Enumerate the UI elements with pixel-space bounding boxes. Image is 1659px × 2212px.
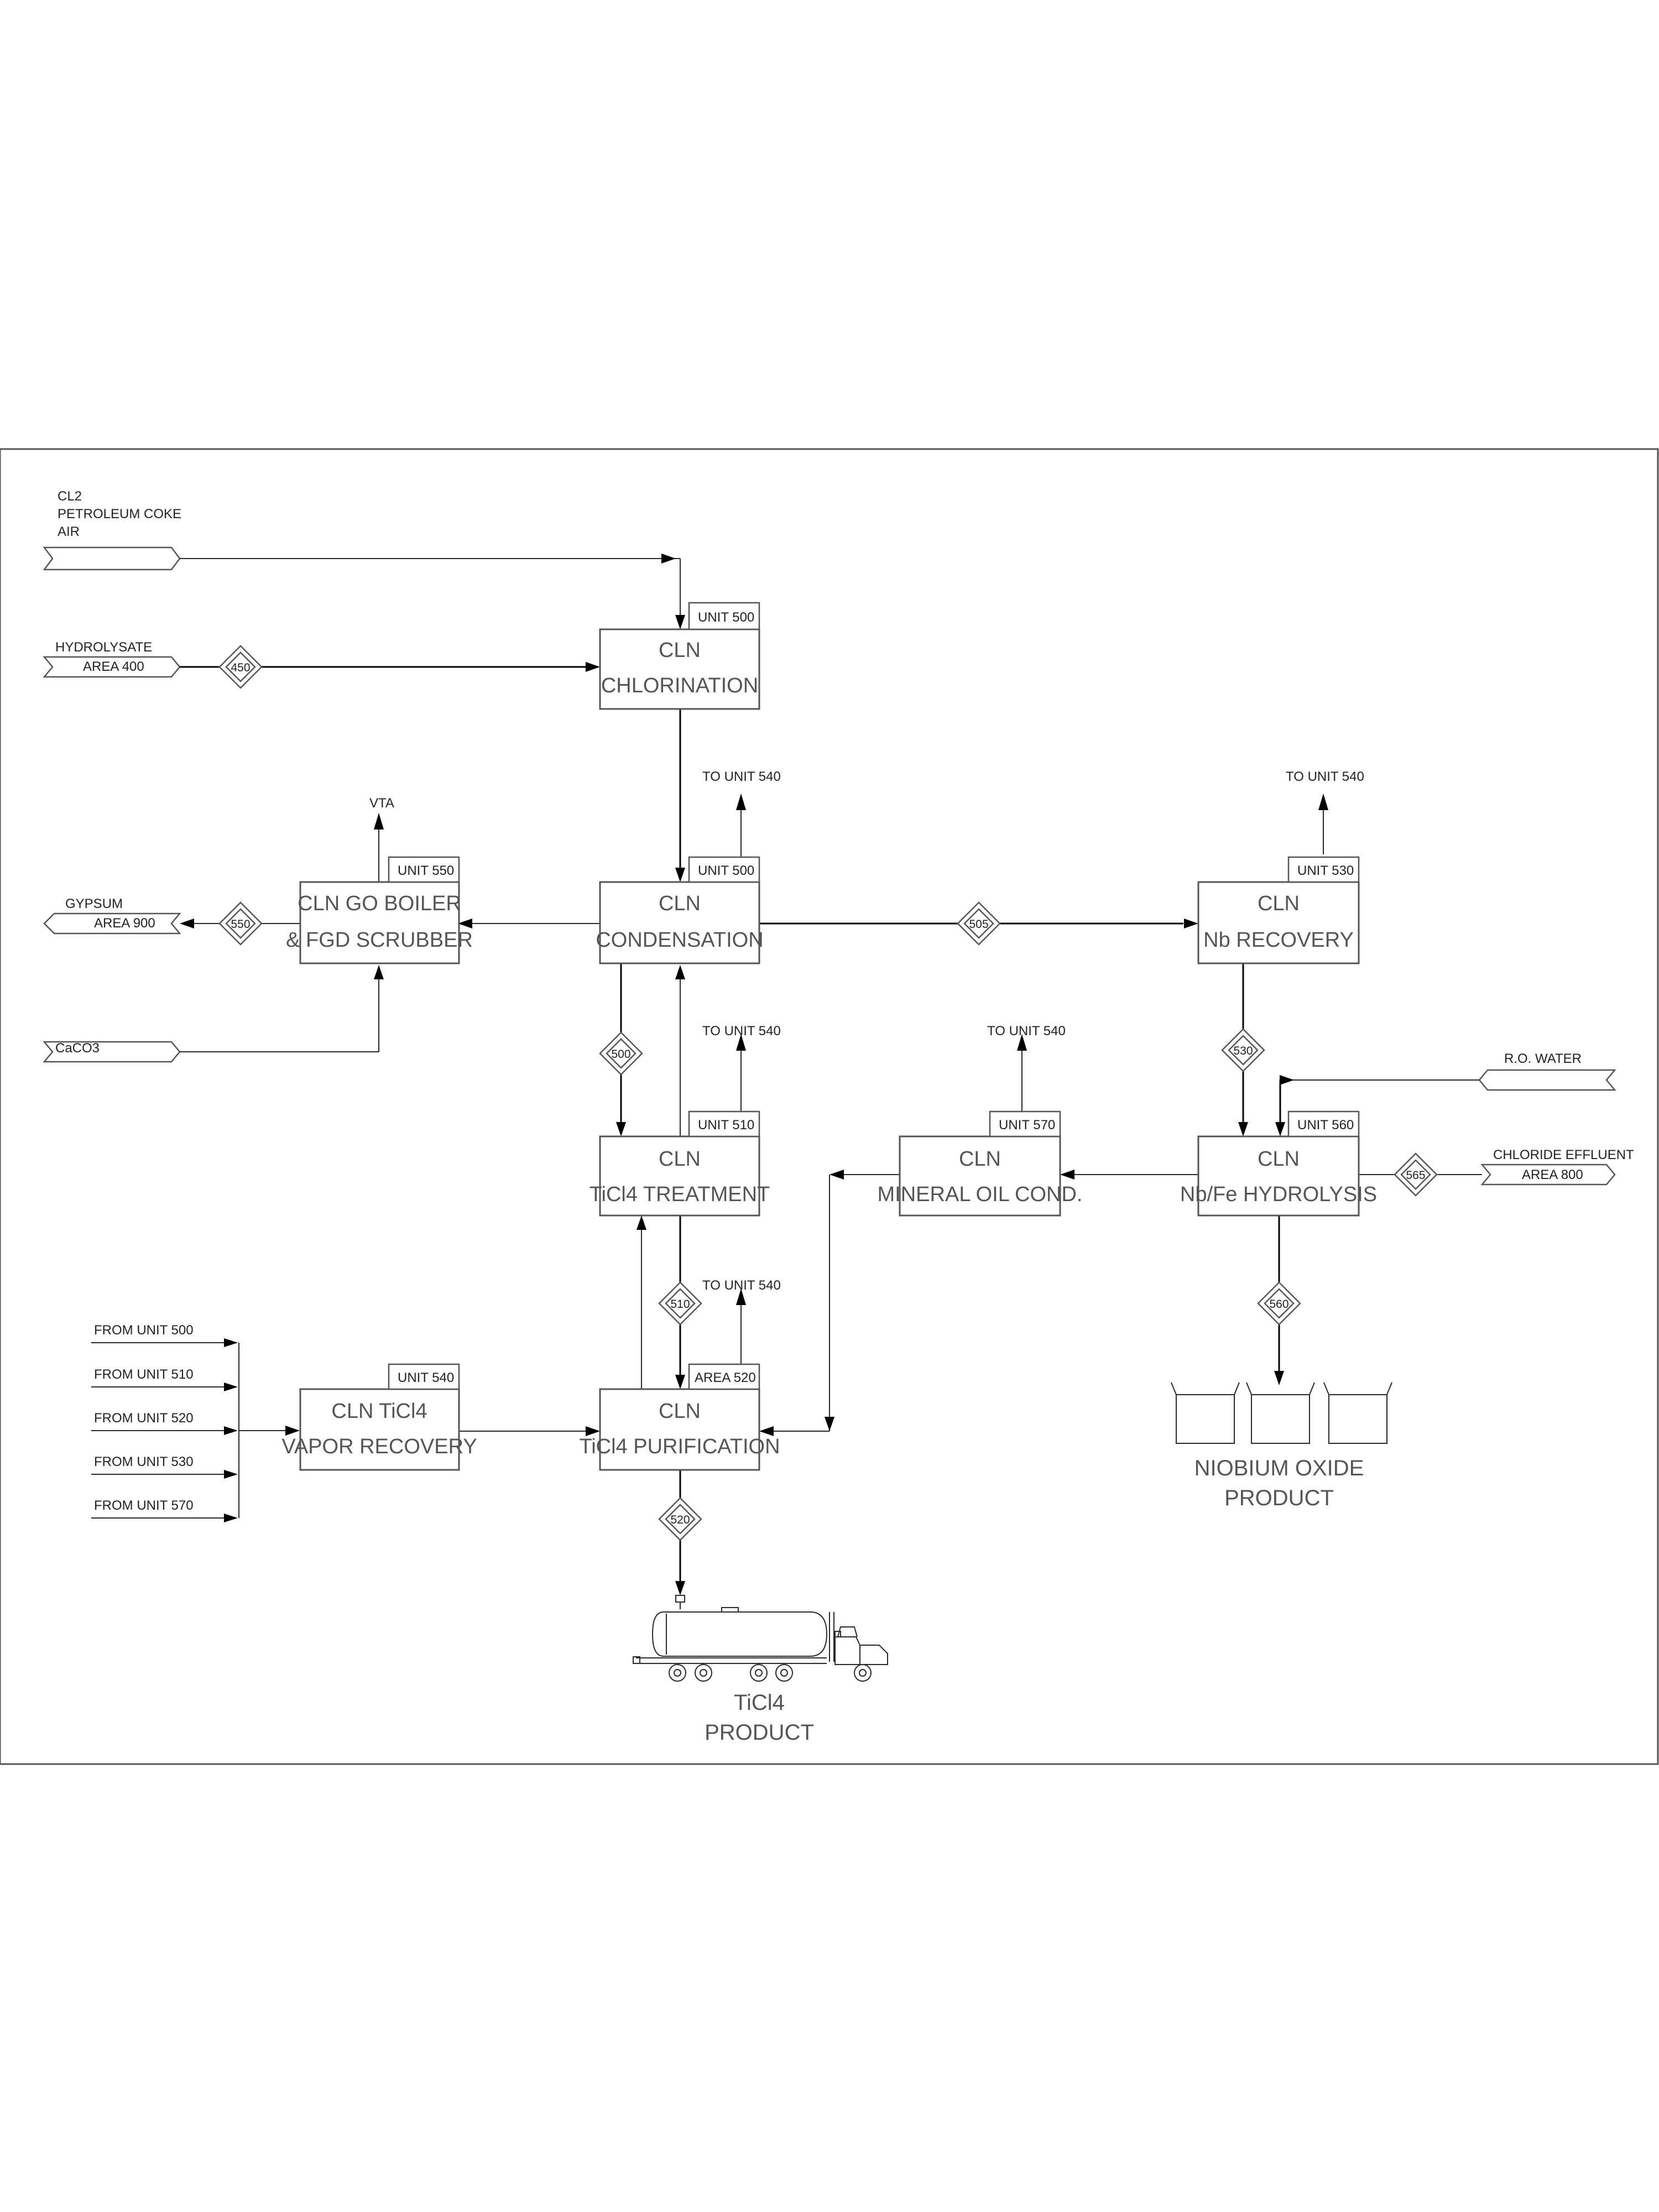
svg-text:UNIT 540: UNIT 540 — [398, 1370, 454, 1385]
svg-text:HYDROLYSATE: HYDROLYSATE — [55, 640, 152, 655]
ro-water-input-flag: R.O. WATER — [1478, 1051, 1616, 1091]
stream-530: 530 — [1221, 1028, 1265, 1072]
tanker-truck-icon — [633, 1595, 888, 1682]
svg-text:CHLORIDE EFFLUENT: CHLORIDE EFFLUENT — [1493, 1147, 1634, 1162]
svg-text:UNIT 570: UNIT 570 — [999, 1118, 1055, 1133]
block-chlorination: UNIT 500 CLN CHLORINATION — [599, 602, 760, 710]
stream-450: 450 — [218, 645, 263, 689]
svg-text:Nb/Fe HYDROLYSIS: Nb/Fe HYDROLYSIS — [1180, 1183, 1377, 1206]
feed-input-flag: CL2 PETROLEUM COKE AIR — [43, 489, 181, 571]
svg-text:CLN TiCl4: CLN TiCl4 — [331, 1400, 427, 1423]
vta-label: VTA — [369, 796, 394, 811]
vent-label-mineral-oil: TO UNIT 540 — [987, 1024, 1066, 1039]
flow-lines — [180, 554, 1482, 1595]
ticl4-product-label-1: TiCl4 — [734, 1691, 785, 1715]
svg-text:CLN GO BOILER: CLN GO BOILER — [298, 892, 461, 915]
stream-500: 500 — [599, 1031, 643, 1076]
svg-text:UNIT 550: UNIT 550 — [398, 863, 454, 878]
svg-text:520: 520 — [670, 1514, 690, 1526]
svg-text:CONDENSATION: CONDENSATION — [596, 928, 763, 952]
svg-text:500: 500 — [611, 1048, 630, 1061]
ticl4-product-label-2: PRODUCT — [705, 1720, 814, 1745]
vent-label-purification: TO UNIT 540 — [702, 1278, 781, 1293]
svg-text:AIR: AIR — [58, 524, 80, 539]
svg-text:UNIT 560: UNIT 560 — [1297, 1118, 1354, 1133]
stream-560: 560 — [1257, 1281, 1301, 1326]
svg-text:CLN: CLN — [659, 1147, 701, 1171]
svg-text:CaCO3: CaCO3 — [55, 1041, 100, 1056]
stream-505: 505 — [957, 901, 1001, 946]
block-nb-recovery: UNIT 530 CLN Nb RECOVERY — [1197, 856, 1360, 964]
block-hydrolysis: UNIT 560 CLN Nb/Fe HYDROLYSIS — [1180, 1110, 1377, 1217]
svg-text:FROM UNIT 520: FROM UNIT 520 — [94, 1411, 194, 1426]
stream-565: 565 — [1394, 1152, 1438, 1197]
svg-text:CLN: CLN — [659, 639, 701, 662]
svg-text:CLN: CLN — [1258, 892, 1300, 915]
block-vapor-recovery: UNIT 540 CLN TiCl4 VAPOR RECOVERY — [281, 1363, 477, 1471]
svg-text:450: 450 — [231, 661, 250, 674]
hydrolysate-input-flag: HYDROLYSATE AREA 400 — [43, 640, 181, 678]
svg-text:530: 530 — [1233, 1045, 1253, 1057]
svg-text:CLN: CLN — [659, 1400, 701, 1423]
block-boiler-scrubber: UNIT 550 CLN GO BOILER & FGD SCRUBBER — [286, 856, 473, 964]
svg-text:TiCl4 PURIFICATION: TiCl4 PURIFICATION — [579, 1435, 780, 1458]
block-mineral-oil: UNIT 570 CLN MINERAL OIL COND. — [878, 1110, 1083, 1217]
svg-text:PETROLEUM COKE: PETROLEUM COKE — [58, 507, 181, 521]
svg-text:CLN: CLN — [959, 1147, 1001, 1171]
gypsum-output-flag: GYPSUM AREA 900 — [43, 896, 181, 935]
svg-text:UNIT 500: UNIT 500 — [698, 863, 754, 878]
svg-text:550: 550 — [231, 918, 250, 931]
svg-text:UNIT 500: UNIT 500 — [698, 610, 754, 625]
vent-label-condensation: TO UNIT 540 — [702, 769, 781, 784]
svg-text:FROM UNIT 500: FROM UNIT 500 — [94, 1323, 194, 1338]
block-condensation: UNIT 500 CLN CONDENSATION — [596, 856, 764, 964]
svg-text:AREA 900: AREA 900 — [94, 916, 155, 931]
svg-text:CHLORINATION: CHLORINATION — [601, 674, 758, 697]
svg-text:VAPOR RECOVERY: VAPOR RECOVERY — [281, 1435, 477, 1458]
svg-text:AREA 520: AREA 520 — [695, 1370, 756, 1385]
drawing-border — [0, 448, 1659, 1765]
niobium-product-label-2: PRODUCT — [1224, 1486, 1334, 1510]
vent-labels: VTA TO UNIT 540 TO UNIT 540 TO UNIT 540 … — [369, 769, 1364, 1293]
svg-text:FROM UNIT 570: FROM UNIT 570 — [94, 1498, 194, 1513]
stream-510: 510 — [658, 1281, 702, 1326]
caco3-input-flag: CaCO3 — [43, 1041, 181, 1063]
svg-text:AREA 400: AREA 400 — [83, 659, 144, 674]
stream-550: 550 — [218, 901, 263, 946]
svg-text:R.O. WATER: R.O. WATER — [1504, 1051, 1582, 1066]
from-unit-list: FROM UNIT 500 FROM UNIT 510 FROM UNIT 52… — [91, 1323, 300, 1522]
svg-text:FROM UNIT 510: FROM UNIT 510 — [94, 1367, 194, 1382]
block-ticl4-treatment: UNIT 510 CLN TiCl4 TREATMENT — [589, 1110, 770, 1217]
block-ticl4-purification: AREA 520 CLN TiCl4 PURIFICATION — [579, 1363, 780, 1471]
svg-text:AREA 800: AREA 800 — [1522, 1167, 1583, 1182]
svg-text:565: 565 — [1406, 1169, 1425, 1182]
svg-text:UNIT 510: UNIT 510 — [698, 1118, 754, 1133]
svg-text:TiCl4 TREATMENT: TiCl4 TREATMENT — [589, 1183, 770, 1206]
vent-label-nb-recovery: TO UNIT 540 — [1286, 769, 1364, 784]
svg-text:GYPSUM: GYPSUM — [65, 896, 123, 911]
svg-text:& FGD SCRUBBER: & FGD SCRUBBER — [286, 928, 473, 952]
svg-text:CLN: CLN — [659, 892, 701, 915]
svg-text:560: 560 — [1269, 1298, 1288, 1311]
svg-text:505: 505 — [969, 918, 988, 931]
svg-text:Nb RECOVERY: Nb RECOVERY — [1203, 928, 1354, 952]
niobium-product-label-1: NIOBIUM OXIDE — [1194, 1456, 1364, 1480]
niobium-bins-icon — [1171, 1382, 1392, 1444]
stream-520: 520 — [658, 1497, 702, 1541]
chloride-effluent-output-flag: CHLORIDE EFFLUENT AREA 800 — [1480, 1147, 1634, 1186]
svg-text:510: 510 — [670, 1298, 690, 1311]
svg-text:UNIT 530: UNIT 530 — [1297, 863, 1354, 878]
svg-text:CL2: CL2 — [58, 489, 82, 504]
vent-label-treatment: TO UNIT 540 — [702, 1024, 781, 1039]
svg-text:FROM UNIT 530: FROM UNIT 530 — [94, 1454, 194, 1469]
svg-text:MINERAL OIL COND.: MINERAL OIL COND. — [878, 1183, 1083, 1206]
svg-text:CLN: CLN — [1258, 1147, 1300, 1171]
